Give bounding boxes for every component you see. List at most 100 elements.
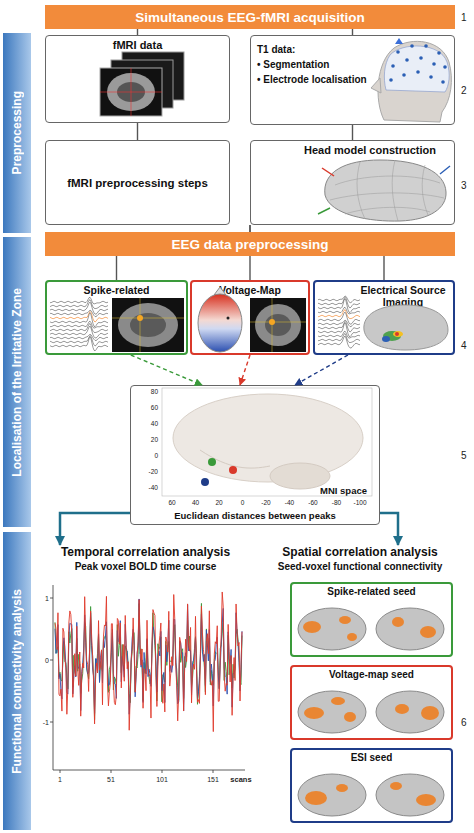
mri-slice	[250, 298, 306, 352]
connector	[240, 355, 250, 385]
seed-brains-part	[390, 782, 402, 790]
seed-brains-part	[298, 691, 366, 733]
head-render-part	[405, 58, 409, 62]
analysis-heading: Temporal correlation analysisPeak voxel …	[38, 545, 253, 579]
axis-tick: 60	[151, 404, 158, 411]
head-render-part	[441, 80, 445, 84]
seed-brains-part	[376, 691, 444, 733]
node-text: Spike-related seed	[327, 586, 415, 597]
mri-slice-part	[250, 298, 306, 352]
seed-brains-part	[395, 704, 409, 714]
spike-waveforms-part	[50, 324, 108, 333]
connector	[380, 513, 398, 545]
axis-tick: -80	[332, 499, 341, 506]
mni-plot-part	[208, 458, 216, 466]
axis-tick: 1	[58, 776, 62, 783]
mri-slice-part	[255, 304, 301, 346]
node-text: MNI space	[320, 485, 367, 496]
seed-brains	[298, 608, 444, 650]
head-render-part	[395, 38, 403, 44]
head-model-mesh-part	[345, 207, 430, 214]
fmri-slices-part	[122, 52, 184, 100]
connector	[60, 513, 130, 545]
voltage-topomap	[198, 287, 242, 352]
head-render-part	[384, 46, 449, 92]
esi-waveforms-part	[318, 307, 360, 314]
seed-brains-part	[304, 707, 324, 719]
node-text: fMRI preprocessing steps	[67, 177, 208, 189]
spike-waveforms-part	[50, 310, 108, 316]
esi-waveforms-part	[318, 334, 360, 343]
axis-tick: 20	[151, 436, 158, 443]
seed-brains-part	[376, 774, 444, 816]
axis-tick: 101	[156, 776, 168, 783]
bold-chart-part	[50, 722, 53, 723]
head-model-mesh-part	[325, 160, 446, 221]
bold-chart-part	[213, 770, 214, 773]
mri-slice-part	[265, 314, 291, 336]
connector	[116, 256, 117, 280]
seed-brains-part	[305, 791, 327, 805]
head-model-mesh	[318, 160, 450, 221]
mri-slice-part	[272, 298, 273, 352]
head-render-part	[391, 64, 395, 68]
spike-waveforms-part	[50, 337, 108, 351]
head-model-mesh-part	[322, 168, 334, 176]
mni-plot-part	[173, 394, 363, 482]
mni-plot-part	[200, 450, 270, 468]
mri-slice-part	[118, 303, 178, 347]
esi-waveforms	[318, 296, 360, 348]
axis-tick: 40	[151, 420, 158, 427]
spike-waveforms	[50, 297, 108, 351]
head-render-part	[371, 78, 381, 93]
esi-waveforms-part	[318, 323, 360, 337]
node-text: Spatial correlation analysis	[282, 545, 437, 559]
mni-plot-part	[201, 478, 209, 486]
seed-brains	[298, 774, 444, 816]
seed-brains-part	[416, 794, 436, 806]
head-render-part	[432, 62, 436, 66]
method-box: Electrical Source Imaging	[313, 280, 455, 355]
head-model-mesh-part	[335, 176, 440, 185]
seed-brains-part	[298, 774, 366, 816]
axis-tick: 60	[168, 499, 175, 506]
axis-tick: 0	[45, 657, 49, 664]
esi-waveforms-part	[318, 336, 360, 348]
head-render-part	[378, 41, 451, 122]
bold-chart-part-part	[55, 603, 242, 719]
method-box: Voltage-Map	[190, 280, 310, 355]
axis-tick: -40	[149, 484, 158, 491]
node-text: Simultaneous EEG-fMRI acquisition	[135, 10, 365, 25]
node-text: Preprocessing	[10, 91, 24, 174]
head-render-part	[419, 56, 423, 60]
head-render	[371, 38, 451, 122]
esi-waveforms-part	[318, 296, 360, 303]
mri-slice-part	[130, 313, 166, 337]
seed-brains-part	[303, 621, 321, 633]
seed-box: Voltage-map seed	[290, 665, 453, 740]
callout-number: 5	[461, 450, 467, 461]
section-band: Preprocessing	[3, 33, 31, 233]
node-text: Euclidean distances between peaks	[131, 510, 379, 521]
mri-slice-part	[250, 322, 306, 323]
node-text: • Electrode localisation	[257, 72, 448, 87]
node-text: ESI seed	[351, 752, 393, 763]
fmri-slices-part	[131, 68, 132, 116]
section-band: Functional connectivity analysis	[3, 532, 31, 830]
axis-tick: -60	[308, 499, 317, 506]
esi-waveforms-part	[318, 310, 360, 319]
fmri-slices-part	[100, 68, 162, 116]
seed-brains-part	[420, 626, 436, 638]
esi-brain-part	[395, 332, 399, 336]
process-box: fMRI preprocessing steps	[45, 140, 230, 225]
mri-slice	[112, 298, 184, 352]
bold-chart-part	[111, 770, 112, 773]
callout-number: 2	[461, 85, 467, 96]
esi-waveforms-part	[318, 299, 360, 313]
bold-chart-part-part	[55, 592, 242, 732]
mri-slice-part	[269, 319, 275, 325]
node-text: Temporal correlation analysis	[61, 545, 230, 559]
head-render-part	[402, 73, 406, 77]
bold-chart-part	[53, 770, 245, 771]
mri-slice-part	[137, 315, 143, 321]
